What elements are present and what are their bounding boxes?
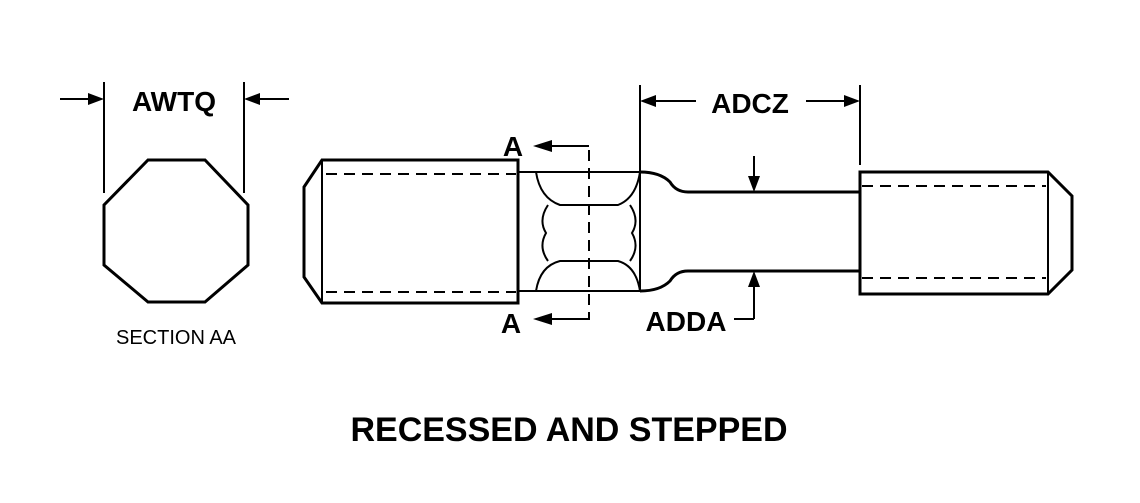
shank-top-outline <box>639 170 860 194</box>
awtq-arrowhead-right <box>244 93 260 105</box>
section-aa-label: SECTION AA <box>116 327 237 349</box>
adcz-dimension: ADCZ <box>639 85 861 165</box>
awtq-arrowhead-left <box>88 93 104 105</box>
awtq-label: AWTQ <box>132 86 216 117</box>
octagon-cross-section <box>102 158 250 304</box>
cut-arrowhead-top <box>533 140 552 152</box>
adda-label: ADDA <box>646 306 727 337</box>
recess-right-flank <box>629 204 637 262</box>
drawing-title: RECESSED AND STEPPED <box>350 411 787 449</box>
adcz-arrowhead-left <box>640 95 656 107</box>
adda-arrowhead-top <box>748 176 760 192</box>
section-aa-view: AWTQ SECTION AA <box>60 82 289 349</box>
section-marker-top: A <box>503 131 523 162</box>
section-marker-bottom: A <box>501 308 521 339</box>
recess-left-flank <box>541 204 549 262</box>
side-view <box>302 150 1074 305</box>
left-threaded-end <box>302 158 520 305</box>
shank-bottom-outline <box>639 269 860 293</box>
section-cut-a-a: A A <box>501 131 590 339</box>
right-threaded-end <box>858 170 1074 296</box>
recessed-section <box>518 150 641 292</box>
cut-arrowhead-bottom <box>533 313 552 325</box>
adda-dimension: ADDA <box>646 156 760 337</box>
adcz-arrowhead-right <box>844 95 860 107</box>
adcz-label: ADCZ <box>711 88 789 119</box>
adda-arrowhead-bottom <box>748 271 760 287</box>
